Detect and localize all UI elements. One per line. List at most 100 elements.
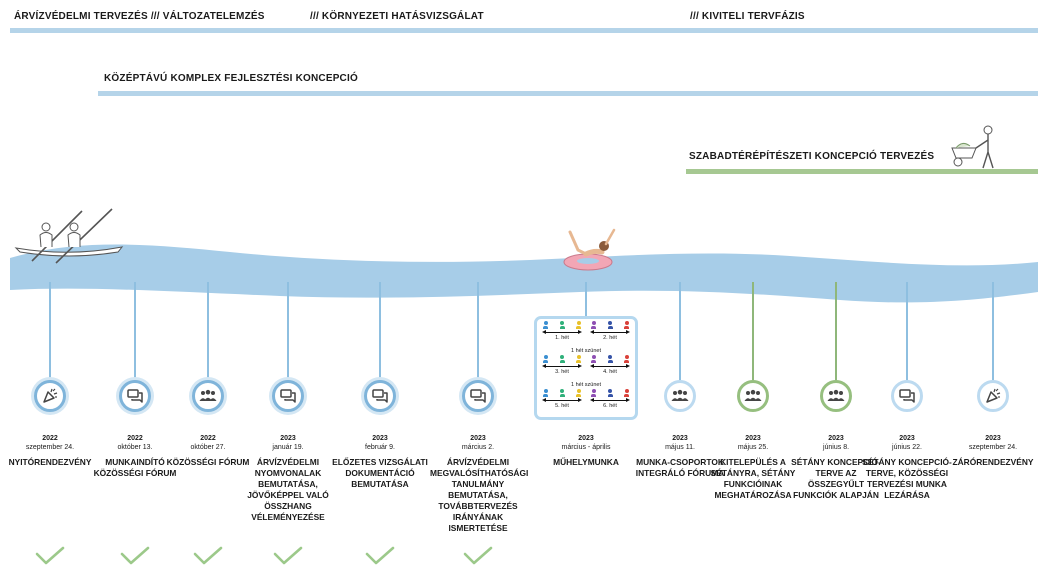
- event-date: október 27.: [190, 444, 226, 451]
- participants-group-icon: [543, 355, 581, 363]
- event-year: 2023: [899, 435, 915, 442]
- event-node: [272, 380, 304, 412]
- chat-bubble-icon: [899, 389, 915, 403]
- group-icon: [827, 389, 845, 403]
- event-stem: [992, 282, 994, 380]
- party-popper-icon: [42, 388, 58, 404]
- event-node: [34, 380, 66, 412]
- week-label: 1. hét: [555, 335, 569, 341]
- event-node: [891, 380, 923, 412]
- double-arrow-icon: [590, 364, 630, 369]
- event-text: 2023 február 9. Előzetes vizsgálati dokume…: [332, 434, 428, 490]
- phase-bar-landscape: [686, 169, 1038, 174]
- event-node: [820, 380, 852, 412]
- event-title: Nyitórendezvény: [8, 457, 92, 467]
- event-stem: [679, 282, 681, 380]
- party-popper-icon: [985, 388, 1001, 404]
- swimmer-on-ring-illustration: [563, 228, 616, 271]
- week-label: 5. hét: [555, 403, 569, 409]
- group-icon: [671, 389, 689, 403]
- event-node: [664, 380, 696, 412]
- event-text: 2023 május 11. Munka-csoportok integráló f…: [632, 434, 728, 479]
- event-title: Kitelepülés a sétányra, sétány funkcióin…: [710, 457, 796, 500]
- event-year: 2022: [200, 435, 216, 442]
- workshop-week: 4. hét: [587, 355, 633, 377]
- event-stem: [585, 282, 587, 318]
- event-date: január 19.: [272, 444, 304, 451]
- event-title: Árvízvédelmi nyomvonalak bemutatása, jöv…: [247, 457, 329, 522]
- chat-bubble-icon: [127, 389, 143, 403]
- workshop-week: 3. hét: [539, 355, 585, 377]
- break-label: 1 hét szünet: [571, 382, 601, 388]
- event-node: [192, 380, 224, 412]
- checkmark-icon: [119, 546, 151, 571]
- break-label: 1 hét szünet: [571, 348, 601, 354]
- double-arrow-icon: [590, 330, 630, 335]
- event-date: szeptember 24.: [25, 444, 75, 451]
- event-date: március 2.: [461, 444, 495, 451]
- participants-group-icon: [591, 355, 629, 363]
- event-stem: [752, 282, 754, 380]
- event-title: Munka-csoportok integráló fóruma: [635, 457, 725, 478]
- event-year: 2023: [828, 435, 844, 442]
- event-text: 2022 október 27. Közösségi fórum: [160, 434, 256, 468]
- event-date: február 9.: [365, 444, 395, 451]
- event-stem: [134, 282, 136, 380]
- phase-label-environmental: /// KÖRNYEZETI HATÁSVIZSGÁLAT: [310, 11, 484, 22]
- event-node: [364, 380, 396, 412]
- event-stem: [477, 282, 479, 380]
- participants-group-icon: [543, 389, 581, 397]
- event-title: Zárórendezvény: [952, 457, 1034, 467]
- event-stem: [207, 282, 209, 380]
- checkmark-icon: [34, 546, 66, 571]
- event-date: szeptember 24.: [968, 444, 1018, 451]
- event-node: [977, 380, 1009, 412]
- event-title: Közösségi fórum: [166, 457, 250, 467]
- event-text: 2023 június 22. Sétány koncepció-terve, kö…: [859, 434, 955, 501]
- river-wave: [10, 244, 1038, 303]
- event-date: március - április: [561, 444, 611, 451]
- event-date: május 11.: [665, 444, 695, 451]
- week-label: 4. hét: [603, 369, 617, 375]
- event-title: Sétány koncepció-terve, közösségi tervez…: [862, 457, 952, 500]
- checkmark-icon: [364, 546, 396, 571]
- event-text: 2023 június 8. Sétány koncepció-terve az ö…: [788, 434, 884, 501]
- checkmark-icon: [272, 546, 304, 571]
- event-year: 2023: [470, 435, 486, 442]
- checkmark-icon: [192, 546, 224, 571]
- event-node: [462, 380, 494, 412]
- participants-group-icon: [543, 321, 581, 329]
- double-arrow-icon: [542, 364, 582, 369]
- event-year: 2023: [672, 435, 688, 442]
- chat-bubble-icon: [372, 389, 388, 403]
- event-title: Sétány koncepció-terve az összegyűlt fun…: [791, 457, 881, 500]
- participants-group-icon: [591, 321, 629, 329]
- event-year: 2022: [42, 435, 58, 442]
- event-date: június 22.: [892, 444, 922, 451]
- participants-group-icon: [591, 389, 629, 397]
- event-title: Előzetes vizsgálati dokumentáció bemutat…: [332, 457, 428, 489]
- event-stem: [49, 282, 51, 380]
- event-year: 2023: [745, 435, 761, 442]
- event-year: 2023: [372, 435, 388, 442]
- week-label: 2. hét: [603, 335, 617, 341]
- phase-bar-top: [10, 28, 1038, 33]
- workshop-week: 5. hét: [539, 389, 585, 411]
- phase-label-detailed-design: /// KIVITELI TERVFÁZIS: [690, 11, 805, 22]
- event-title: Műhelymunka: [553, 457, 619, 467]
- group-icon: [199, 389, 217, 403]
- workshop-week: 2. hét: [587, 321, 633, 343]
- phase-label-flood-planning: ÁRVÍZVÉDELMI TERVEZÉS /// VÁLTOZATELEMZÉ…: [14, 11, 265, 22]
- gardener-wheelbarrow-illustration: [951, 125, 994, 169]
- week-label: 3. hét: [555, 369, 569, 375]
- double-arrow-icon: [542, 330, 582, 335]
- event-date: június 8.: [822, 444, 850, 451]
- event-stem: [835, 282, 837, 380]
